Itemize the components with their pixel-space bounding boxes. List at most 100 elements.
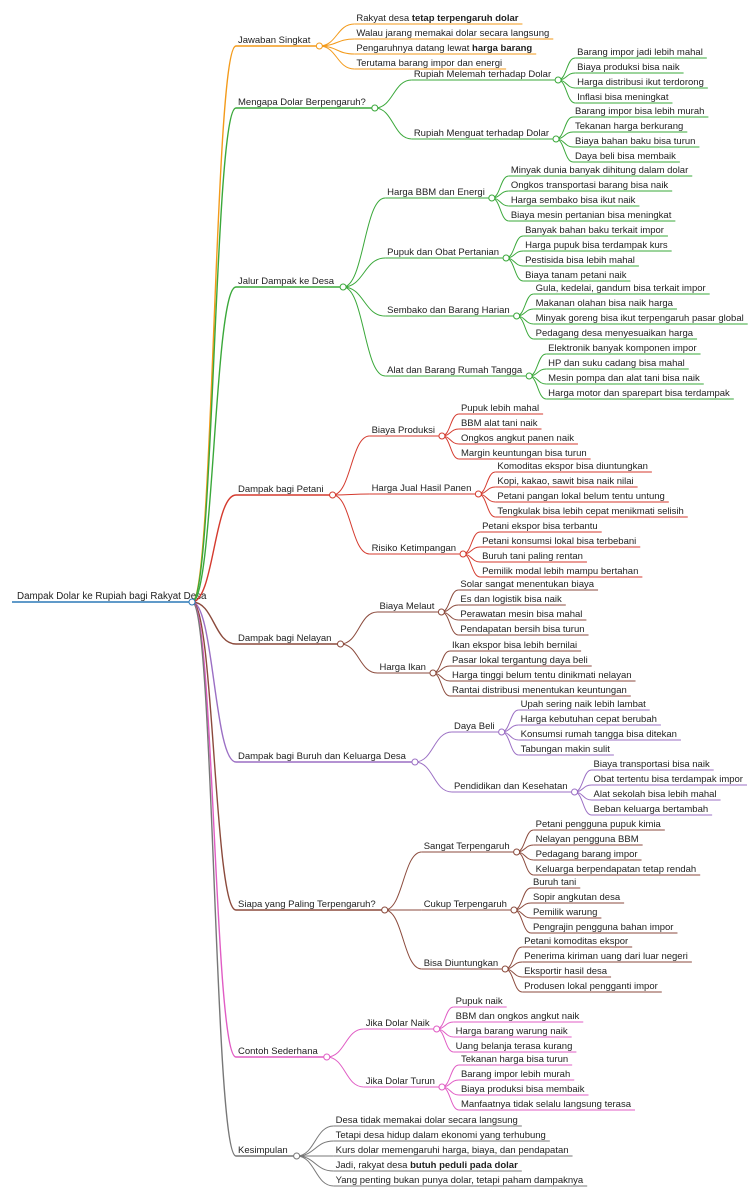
- branch-dampak-bagi-nelayan-harga-ikan-leaf-0: Ikan ekspor bisa lebih bernilai: [452, 640, 577, 651]
- branch-jawaban-singkat-toggle[interactable]: [315, 42, 323, 50]
- branch-dampak-bagi-nelayan-toggle[interactable]: [336, 640, 344, 648]
- branch-kesimpulan-leaf-0: Desa tidak memakai dolar secara langsung: [336, 1115, 518, 1126]
- branch-dampak-bagi-nelayan-harga-ikan-toggle[interactable]: [429, 669, 437, 677]
- branch-jawaban-singkat-leaf-0: Rakyat desa tetap terpengaruh dolar: [356, 13, 518, 24]
- branch-jawaban-singkat-leaf-3: Terutama barang impor dan energi: [356, 58, 502, 69]
- branch-kesimpulan-toggle[interactable]: [293, 1152, 301, 1160]
- branch-jalur-dampak-ke-desa-harga-bbm-dan-energi-leaf-3: Biaya mesin pertanian bisa meningkat: [511, 210, 672, 221]
- branch-dampak-bagi-petani-harga-jual-hasil-panen-leaf-1: Kopi, kakao, sawit bisa naik nilai: [497, 476, 633, 487]
- branch-jawaban-singkat: Jawaban Singkat: [238, 35, 311, 46]
- branch-dampak-bagi-petani-risiko-ketimpangan-leaf-3: Pemilik modal lebih mampu bertahan: [482, 566, 638, 577]
- branch-mengapa-dolar-berpengaruh-rupiah-melemah-terhadap-dolar-leaf-2: Harga distribusi ikut terdorong: [577, 77, 704, 88]
- branch-dampak-bagi-nelayan-harga-ikan-leaf-2: Harga tinggi belum tentu dinikmati nelay…: [452, 670, 632, 681]
- branch-jalur-dampak-ke-desa-alat-dan-barang-rumah-tangga-leaf-2: Mesin pompa dan alat tani bisa naik: [548, 373, 700, 384]
- branch-dampak-bagi-petani-risiko-ketimpangan-leaf-1: Petani konsumsi lokal bisa terbebani: [482, 536, 636, 547]
- branch-kesimpulan: Kesimpulan: [238, 1145, 288, 1156]
- branch-jalur-dampak-ke-desa-pupuk-dan-obat-pertanian-leaf-0: Banyak bahan baku terkait impor: [525, 225, 664, 236]
- branch-siapa-yang-paling-terpengaruh-sangat-terpengaruh-leaf-3: Keluarga berpendapatan tetap rendah: [536, 864, 697, 875]
- branch-contoh-sederhana-jika-dolar-naik-toggle[interactable]: [433, 1025, 441, 1033]
- branch-jalur-dampak-ke-desa-toggle[interactable]: [339, 283, 347, 291]
- branch-jalur-dampak-ke-desa-alat-dan-barang-rumah-tangga-toggle[interactable]: [525, 372, 533, 380]
- branch-dampak-bagi-petani: Dampak bagi Petani: [238, 484, 324, 495]
- branch-dampak-bagi-buruh-dan-keluarga-desa-daya-beli-leaf-3: Tabungan makin sulit: [521, 744, 611, 755]
- branch-dampak-bagi-nelayan: Dampak bagi Nelayan: [238, 633, 331, 644]
- branch-jawaban-singkat-leaf-0-bold-text: tetap terpengaruh dolar: [412, 13, 519, 24]
- branch-dampak-bagi-petani-toggle[interactable]: [329, 491, 337, 499]
- branch-contoh-sederhana-jika-dolar-naik-leaf-1: BBM dan ongkos angkut naik: [456, 1011, 580, 1022]
- branch-dampak-bagi-buruh-dan-keluarga-desa: Dampak bagi Buruh dan Keluarga Desa: [238, 751, 407, 762]
- branch-siapa-yang-paling-terpengaruh-cukup-terpengaruh-toggle[interactable]: [510, 906, 518, 914]
- branch-contoh-sederhana-jika-dolar-naik: Jika Dolar Naik: [366, 1018, 430, 1029]
- branch-dampak-bagi-petani-harga-jual-hasil-panen-leaf-3: Tengkulak bisa lebih cepat menikmati sel…: [497, 506, 683, 517]
- branch-dampak-bagi-petani-harga-jual-hasil-panen-leaf-2: Petani pangan lokal belum tentu untung: [497, 491, 664, 502]
- branch-kesimpulan-leaf-3-bold-text: butuh peduli pada dolar: [410, 1160, 518, 1171]
- branch-siapa-yang-paling-terpengaruh-bisa-diuntungkan-leaf-3: Produsen lokal pengganti impor: [524, 981, 658, 992]
- branch-dampak-bagi-petani-biaya-produksi-leaf-3: Margin keuntungan bisa turun: [461, 448, 587, 459]
- branch-dampak-bagi-buruh-dan-keluarga-desa-daya-beli-toggle[interactable]: [498, 728, 506, 736]
- branch-jawaban-singkat-leaf-1: Walau jarang memakai dolar secara langsu…: [356, 28, 549, 39]
- branch-mengapa-dolar-berpengaruh-rupiah-melemah-terhadap-dolar-toggle[interactable]: [554, 76, 562, 84]
- branch-mengapa-dolar-berpengaruh-toggle[interactable]: [371, 104, 379, 112]
- branch-jalur-dampak-ke-desa-sembako-dan-barang-harian: Sembako dan Barang Harian: [387, 305, 510, 316]
- branch-jalur-dampak-ke-desa-pupuk-dan-obat-pertanian-toggle[interactable]: [502, 254, 510, 262]
- branch-contoh-sederhana-jika-dolar-turun-toggle[interactable]: [438, 1083, 446, 1091]
- branch-dampak-bagi-buruh-dan-keluarga-desa-daya-beli-leaf-1: Harga kebutuhan cepat berubah: [521, 714, 657, 725]
- branch-siapa-yang-paling-terpengaruh-toggle[interactable]: [381, 906, 389, 914]
- branch-mengapa-dolar-berpengaruh-rupiah-melemah-terhadap-dolar-leaf-1: Biaya produksi bisa naik: [577, 62, 680, 73]
- branch-dampak-bagi-buruh-dan-keluarga-desa-pendidikan-dan-kesehatan-leaf-0: Biaya transportasi bisa naik: [594, 759, 710, 770]
- branch-dampak-bagi-petani-biaya-produksi-leaf-2: Ongkos angkut panen naik: [461, 433, 574, 444]
- branch-siapa-yang-paling-terpengaruh-sangat-terpengaruh-toggle[interactable]: [513, 848, 521, 856]
- branch-dampak-bagi-nelayan-biaya-melaut-leaf-3: Pendapatan bersih bisa turun: [460, 624, 584, 635]
- branch-siapa-yang-paling-terpengaruh-cukup-terpengaruh-leaf-3: Pengrajin pengguna bahan impor: [533, 922, 674, 933]
- branch-siapa-yang-paling-terpengaruh-sangat-terpengaruh: Sangat Terpengaruh: [424, 841, 510, 852]
- branch-mengapa-dolar-berpengaruh-rupiah-menguat-terhadap-dolar-leaf-3: Daya beli bisa membaik: [575, 151, 676, 162]
- branch-siapa-yang-paling-terpengaruh-bisa-diuntungkan: Bisa Diuntungkan: [424, 958, 498, 969]
- branch-dampak-bagi-petani-biaya-produksi-leaf-0: Pupuk lebih mahal: [461, 403, 539, 414]
- branch-mengapa-dolar-berpengaruh-rupiah-melemah-terhadap-dolar-leaf-3: Inflasi bisa meningkat: [577, 92, 669, 103]
- branch-contoh-sederhana-jika-dolar-turun: Jika Dolar Turun: [366, 1076, 435, 1087]
- branch-dampak-bagi-nelayan-biaya-melaut-leaf-2: Perawatan mesin bisa mahal: [460, 609, 582, 620]
- branch-dampak-bagi-nelayan-biaya-melaut-leaf-0: Solar sangat menentukan biaya: [460, 579, 594, 590]
- branch-dampak-bagi-petani-biaya-produksi: Biaya Produksi: [372, 425, 435, 436]
- branch-jalur-dampak-ke-desa-sembako-dan-barang-harian-leaf-0: Gula, kedelai, gandum bisa terkait impor: [536, 283, 706, 294]
- branch-jalur-dampak-ke-desa-alat-dan-barang-rumah-tangga-leaf-3: Harga motor dan sparepart bisa terdampak: [548, 388, 730, 399]
- branch-dampak-bagi-petani-harga-jual-hasil-panen-toggle[interactable]: [474, 490, 482, 498]
- branch-dampak-bagi-nelayan-biaya-melaut-toggle[interactable]: [437, 608, 445, 616]
- branch-mengapa-dolar-berpengaruh-rupiah-melemah-terhadap-dolar-leaf-0: Barang impor jadi lebih mahal: [577, 47, 703, 58]
- branch-dampak-bagi-buruh-dan-keluarga-desa-daya-beli-leaf-0: Upah sering naik lebih lambat: [521, 699, 647, 710]
- branch-contoh-sederhana: Contoh Sederhana: [238, 1046, 318, 1057]
- branch-dampak-bagi-petani-biaya-produksi-toggle[interactable]: [438, 432, 446, 440]
- branch-siapa-yang-paling-terpengaruh-bisa-diuntungkan-toggle[interactable]: [501, 965, 509, 973]
- branch-jalur-dampak-ke-desa-pupuk-dan-obat-pertanian-leaf-1: Harga pupuk bisa terdampak kurs: [525, 240, 668, 251]
- branch-siapa-yang-paling-terpengaruh-sangat-terpengaruh-leaf-2: Pedagang barang impor: [536, 849, 638, 860]
- branch-mengapa-dolar-berpengaruh-rupiah-menguat-terhadap-dolar-leaf-2: Biaya bahan baku bisa turun: [575, 136, 695, 147]
- branch-dampak-bagi-buruh-dan-keluarga-desa-pendidikan-dan-kesehatan-toggle[interactable]: [571, 788, 579, 796]
- branch-jalur-dampak-ke-desa-pupuk-dan-obat-pertanian-leaf-3: Biaya tanam petani naik: [525, 270, 627, 281]
- branch-jalur-dampak-ke-desa-sembako-dan-barang-harian-toggle[interactable]: [513, 312, 521, 320]
- branch-dampak-bagi-petani-risiko-ketimpangan-leaf-2: Buruh tani paling rentan: [482, 551, 583, 562]
- branch-dampak-bagi-buruh-dan-keluarga-desa-toggle[interactable]: [411, 758, 419, 766]
- branch-dampak-bagi-nelayan-harga-ikan-leaf-1: Pasar lokal tergantung daya beli: [452, 655, 588, 666]
- branch-mengapa-dolar-berpengaruh-rupiah-menguat-terhadap-dolar-toggle[interactable]: [552, 135, 560, 143]
- branch-dampak-bagi-nelayan-harga-ikan: Harga Ikan: [379, 662, 425, 673]
- branch-jalur-dampak-ke-desa: Jalur Dampak ke Desa: [238, 276, 335, 287]
- branch-siapa-yang-paling-terpengaruh-bisa-diuntungkan-leaf-0: Petani komoditas ekspor: [524, 936, 628, 947]
- branch-jalur-dampak-ke-desa-sembako-dan-barang-harian-leaf-2: Minyak goreng bisa ikut terpengaruh pasa…: [536, 313, 744, 324]
- branch-contoh-sederhana-jika-dolar-turun-leaf-1: Barang impor lebih murah: [461, 1069, 570, 1080]
- branch-siapa-yang-paling-terpengaruh-cukup-terpengaruh-leaf-1: Sopir angkutan desa: [533, 892, 621, 903]
- branch-jalur-dampak-ke-desa-harga-bbm-dan-energi-toggle[interactable]: [488, 194, 496, 202]
- branch-mengapa-dolar-berpengaruh-rupiah-menguat-terhadap-dolar: Rupiah Menguat terhadap Dolar: [414, 128, 549, 139]
- root-toggle[interactable]: [188, 598, 196, 606]
- branch-dampak-bagi-petani-harga-jual-hasil-panen: Harga Jual Hasil Panen: [372, 483, 472, 494]
- branch-dampak-bagi-nelayan-biaya-melaut-leaf-1: Es dan logistik bisa naik: [460, 594, 562, 605]
- branch-dampak-bagi-buruh-dan-keluarga-desa-pendidikan-dan-kesehatan-leaf-1: Obat tertentu bisa terdampak impor: [594, 774, 743, 785]
- branch-jawaban-singkat-leaf-2-text: Pengaruhnya datang lewat: [356, 43, 472, 54]
- branch-contoh-sederhana-jika-dolar-naik-leaf-3: Uang belanja terasa kurang: [456, 1041, 573, 1052]
- branch-jalur-dampak-ke-desa-sembako-dan-barang-harian-leaf-3: Pedagang desa menyesuaikan harga: [536, 328, 694, 339]
- branch-kesimpulan-leaf-3-text: Jadi, rakyat desa: [336, 1160, 410, 1171]
- branch-jalur-dampak-ke-desa-alat-dan-barang-rumah-tangga: Alat dan Barang Rumah Tangga: [387, 365, 523, 376]
- branch-dampak-bagi-petani-risiko-ketimpangan-leaf-0: Petani ekspor bisa terbantu: [482, 521, 598, 532]
- branch-contoh-sederhana-toggle[interactable]: [323, 1053, 331, 1061]
- branch-dampak-bagi-petani-risiko-ketimpangan-toggle[interactable]: [459, 550, 467, 558]
- branch-mengapa-dolar-berpengaruh: Mengapa Dolar Berpengaruh?: [238, 97, 366, 108]
